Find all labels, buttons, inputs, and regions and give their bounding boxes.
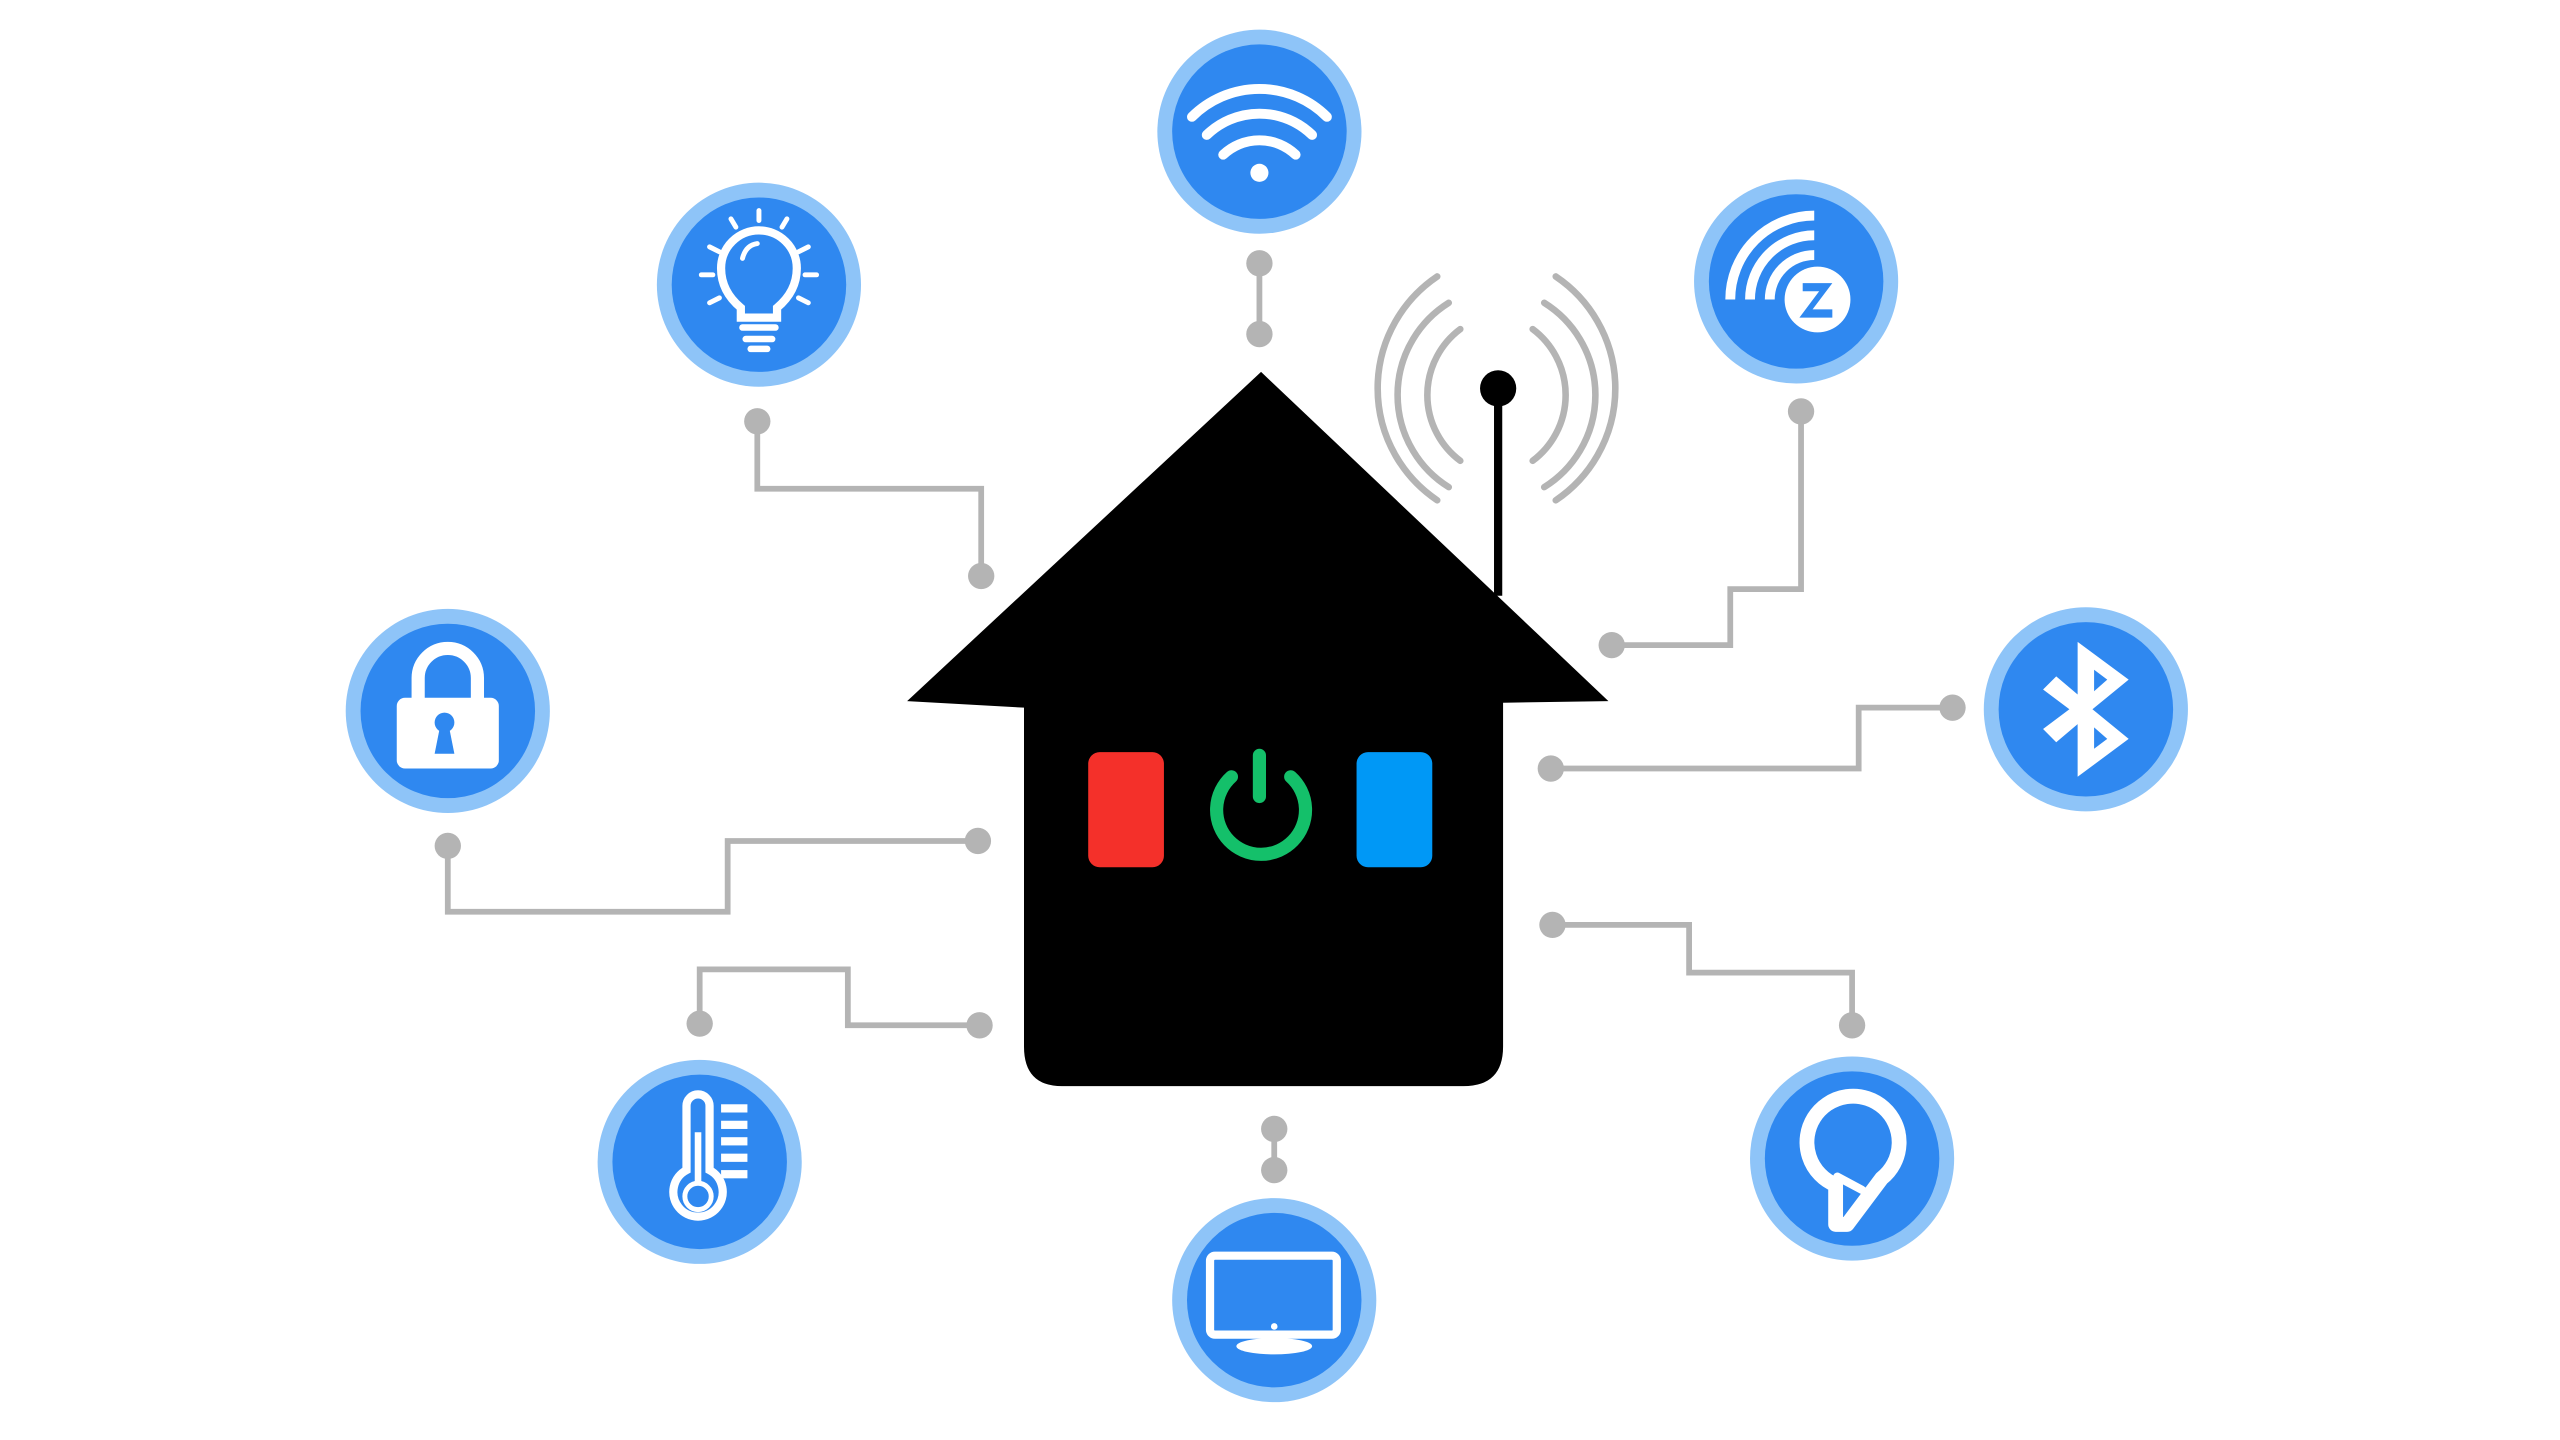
terminal-dot (1246, 250, 1273, 277)
lock-node (345, 608, 550, 813)
terminal-dot (686, 1010, 713, 1037)
connector-terminals (434, 250, 1966, 1184)
wire-lock (444, 838, 978, 915)
terminal-dot (1787, 398, 1815, 425)
wire-bluetooth (1550, 704, 1953, 772)
wire-light (754, 421, 985, 576)
power-icon (1210, 748, 1313, 861)
red-button-icon (1088, 752, 1164, 868)
tv-monitor-icon (1205, 1251, 1341, 1355)
terminal-dot (1261, 1156, 1288, 1184)
terminal-dot (1598, 631, 1625, 659)
terminal-dot (1537, 755, 1564, 782)
terminal-dot (1539, 911, 1566, 939)
wire-location (1552, 922, 1855, 1026)
node-disc (671, 197, 847, 372)
smart-home-hub (907, 273, 1619, 1087)
antenna-icon (1480, 370, 1517, 596)
wire-zwave (1611, 411, 1804, 648)
bluetooth-node (1983, 607, 2188, 812)
wireless-signal-waves-icon (1374, 273, 1619, 504)
location-pin-icon (1799, 1088, 1907, 1232)
padlock-icon (396, 641, 499, 769)
house-body (907, 371, 1609, 1087)
wire-thermostat (696, 966, 980, 1029)
thermostat-node (597, 1059, 802, 1264)
node-disc (1172, 44, 1347, 219)
terminal-dot (966, 1012, 993, 1039)
terminal-dot (1939, 694, 1966, 721)
terminal-dot (434, 832, 461, 860)
light-node (656, 182, 862, 387)
blue-button-icon (1356, 752, 1433, 868)
terminal-dot (744, 408, 771, 435)
zwave-node (1694, 179, 1899, 384)
light-bulb-icon (698, 208, 820, 353)
thermometer-icon (669, 1090, 748, 1221)
terminal-dot (1261, 1115, 1288, 1143)
tv-node (1172, 1198, 1377, 1403)
wifi-icon (1186, 84, 1332, 182)
terminal-dot (964, 827, 992, 855)
connector-wires (444, 263, 1953, 1171)
wifi-node (1157, 29, 1362, 234)
terminal-dot (968, 562, 995, 590)
location-node (1750, 1056, 1955, 1261)
terminal-dot (1246, 320, 1273, 348)
zwave-icon (1725, 210, 1851, 333)
bluetooth-icon (2043, 641, 2129, 777)
terminal-dot (1838, 1012, 1866, 1039)
